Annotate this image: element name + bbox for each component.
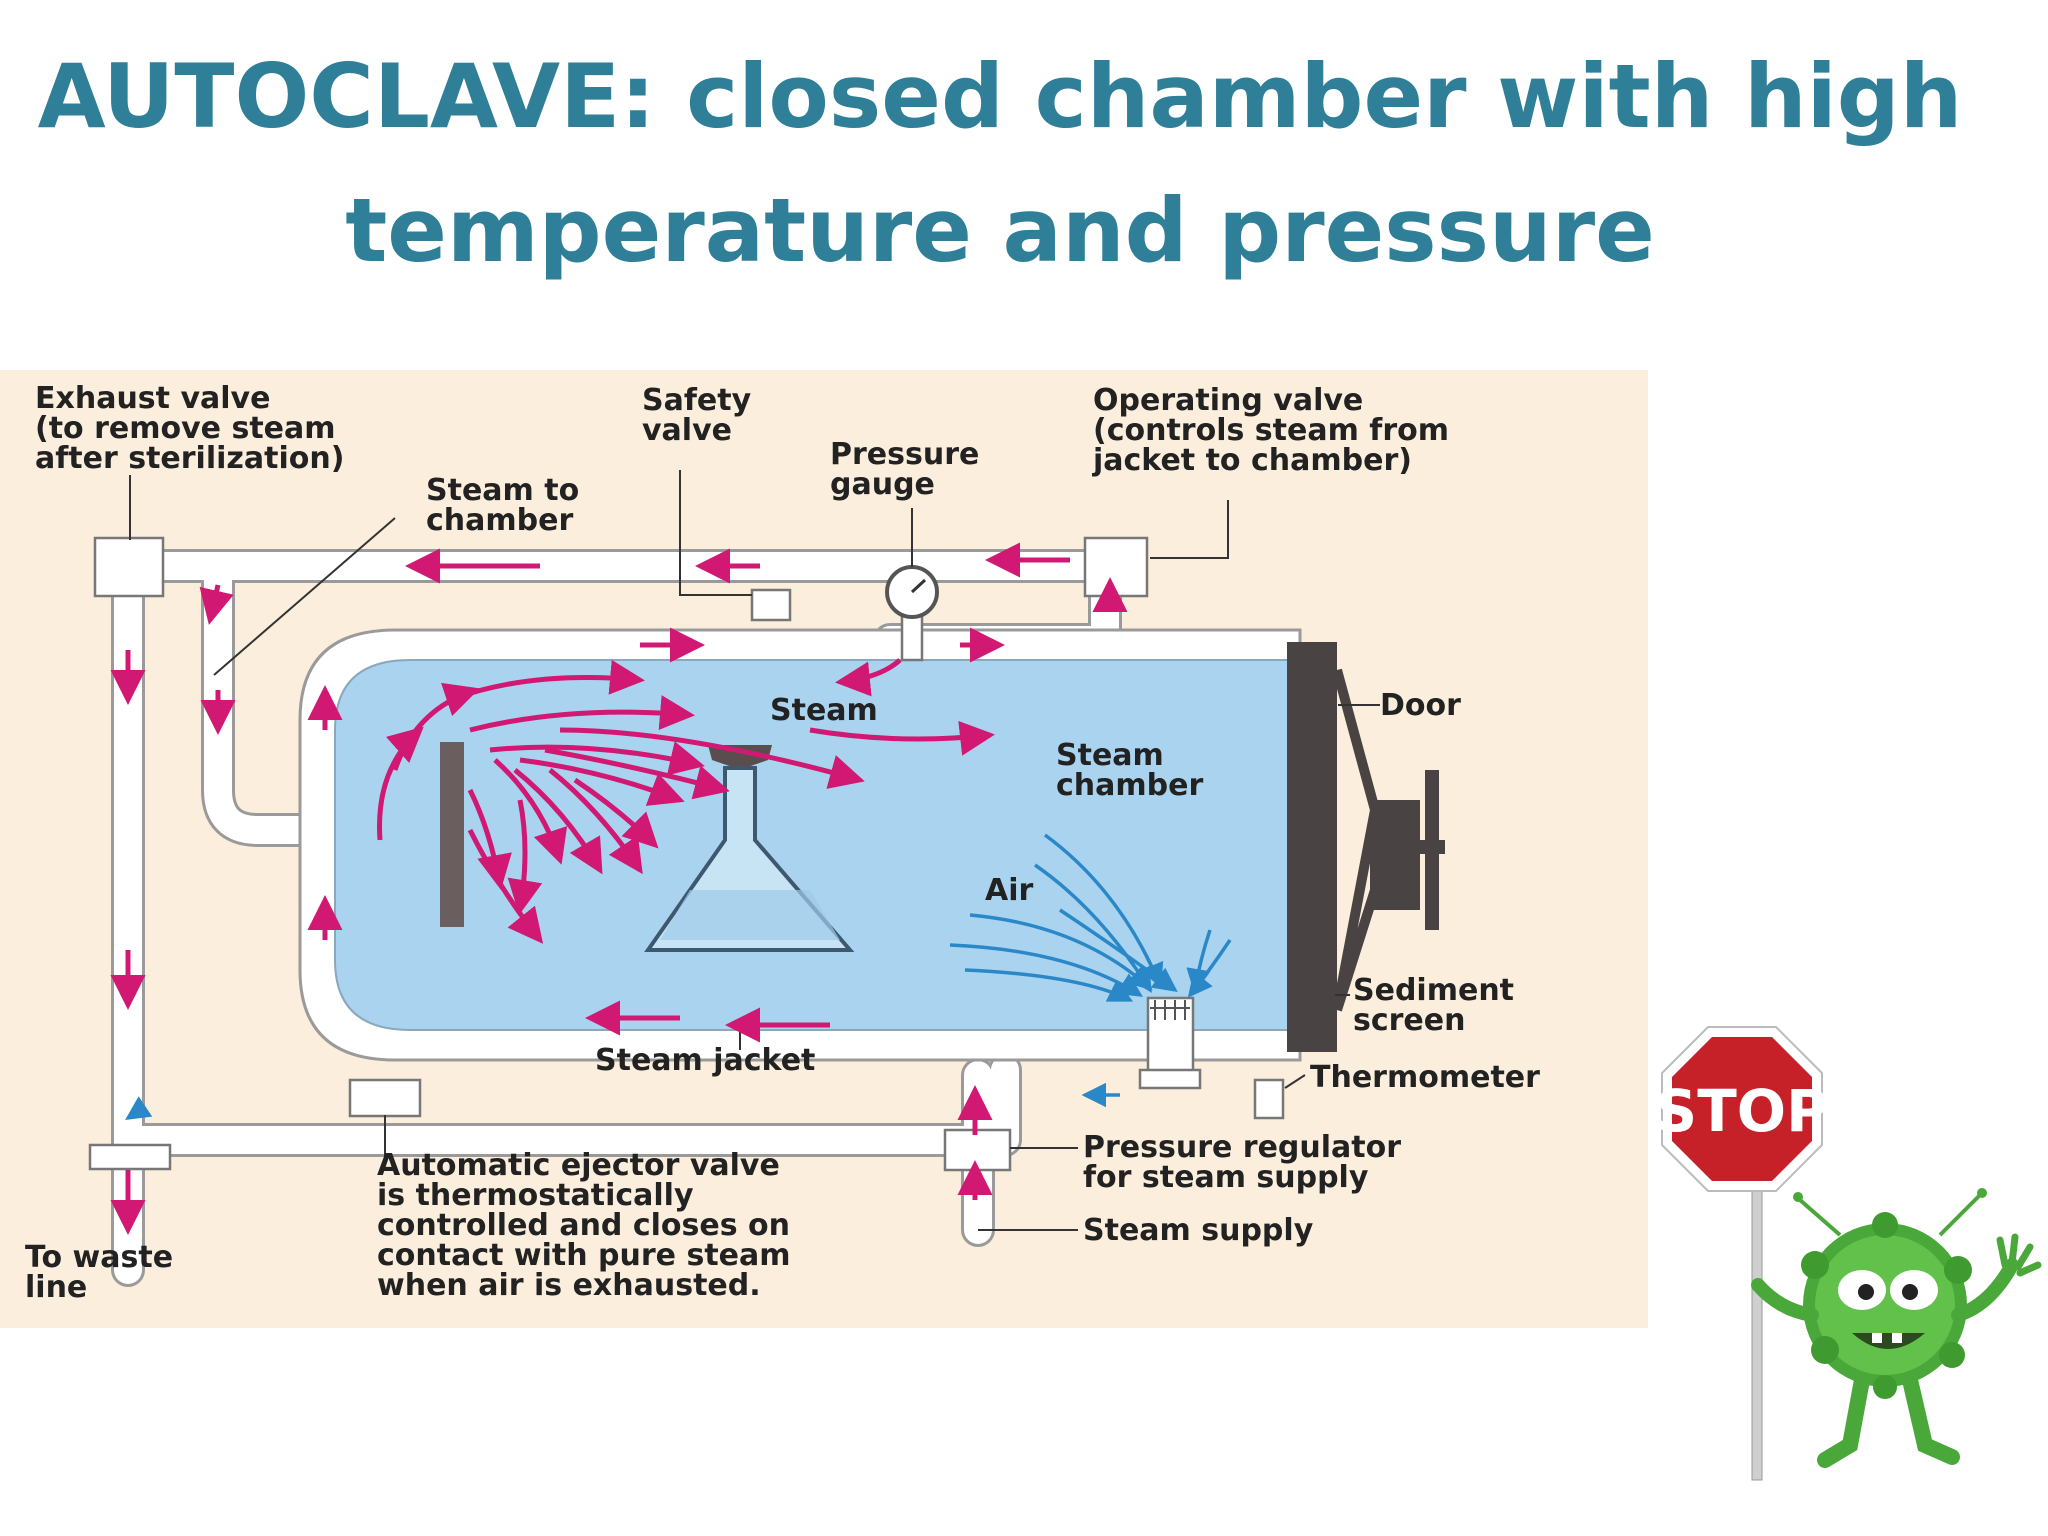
stop-sign-text: STOP — [1655, 1077, 1828, 1145]
label-exhaust-valve: Exhaust valve (to remove steam after ste… — [35, 381, 346, 476]
label-ejector-valve: Automatic ejector valve is thermostatica… — [377, 1148, 801, 1303]
label-pressure-gauge: Pressure gauge — [830, 437, 990, 502]
label-operating-valve: Operating valve (controls steam from jac… — [1092, 383, 1459, 478]
label-thermometer: Thermometer — [1310, 1060, 1540, 1095]
autoclave-diagram: Exhaust valve (to remove steam after ste… — [0, 370, 1648, 1328]
label-steam-supply: Steam supply — [1083, 1213, 1314, 1248]
label-steam-jacket: Steam jacket — [595, 1043, 815, 1078]
label-safety-valve: Safety valve — [642, 383, 762, 448]
label-waste-line: To waste line — [25, 1240, 184, 1305]
label-steam-chamber: Steam chamber — [1056, 738, 1203, 803]
pressure-gauge-icon — [885, 565, 939, 619]
label-sediment-screen: Sediment screen — [1353, 973, 1524, 1038]
steam-chamber — [334, 659, 1291, 1031]
title-line-2: temperature and pressure — [345, 179, 1655, 282]
steam-flow-arrows — [110, 542, 1128, 1235]
germ-mascot-icon — [1751, 1188, 2042, 1468]
slide-title: AUTOCLAVE: closed chamber with high temp… — [0, 30, 2000, 298]
flask-icon — [644, 745, 855, 952]
stop-sign-illustration: STOP — [1655, 1026, 2042, 1481]
title-line-1: AUTOCLAVE: closed chamber with high — [37, 45, 1963, 148]
air-flow-arrows — [125, 833, 1232, 1120]
label-air: Air — [985, 873, 1034, 908]
door — [1287, 642, 1337, 1052]
baffle-plate — [440, 742, 464, 927]
label-steam: Steam — [770, 693, 878, 728]
label-pressure-regulator: Pressure regulator for steam supply — [1083, 1130, 1412, 1195]
sediment-screen-grid — [1150, 1000, 1190, 1020]
label-steam-to-chamber: Steam to chamber — [426, 473, 590, 538]
door-wheel-axle — [1405, 840, 1445, 854]
stop-sign-icon: STOP — [1655, 1026, 1829, 1481]
fittings — [88, 536, 1285, 1172]
door-wheel — [1370, 800, 1420, 910]
label-door: Door — [1380, 688, 1461, 723]
